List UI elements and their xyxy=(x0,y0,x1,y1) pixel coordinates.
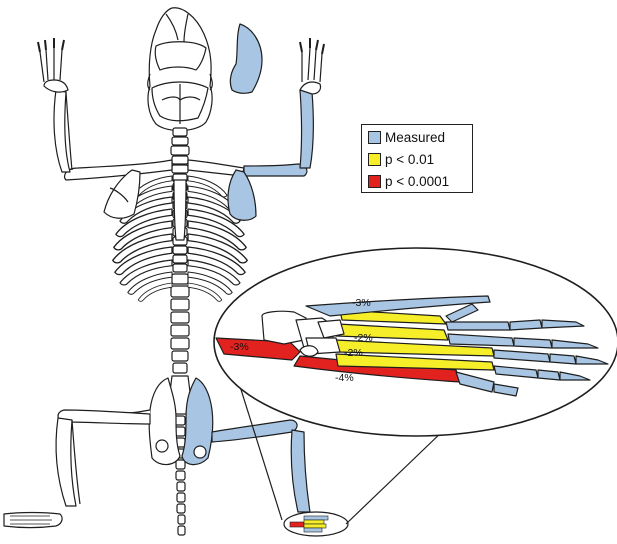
label-middle-metatarsal: -2% xyxy=(354,332,373,344)
measured-bones xyxy=(181,23,314,513)
inset-digit-1-tip xyxy=(445,303,479,323)
legend: Measured p < 0.01 p < 0.0001 xyxy=(361,124,473,193)
inset-tarsal-3 xyxy=(317,319,345,339)
right-tibia xyxy=(290,429,311,513)
skeleton xyxy=(3,7,248,536)
left-hindlimb xyxy=(3,409,151,529)
left-forelimb xyxy=(37,38,173,219)
legend-item-p0001: p < 0.0001 xyxy=(368,172,449,190)
right-obturator xyxy=(193,445,207,459)
legend-label: p < 0.01 xyxy=(385,151,435,167)
inset-digit-6 xyxy=(455,371,519,397)
zoom-line-left xyxy=(237,379,283,521)
inset-digit-1 xyxy=(305,295,491,317)
right-foot-small xyxy=(283,511,349,537)
inset-digit-2 xyxy=(445,319,585,331)
mandible xyxy=(229,23,263,94)
legend-label: p < 0.0001 xyxy=(385,173,450,189)
right-humerus xyxy=(243,163,308,177)
inset-tarsals xyxy=(261,310,307,345)
rib-cage xyxy=(112,175,248,302)
label-calcaneus: -4% xyxy=(335,372,354,384)
legend-label: Measured xyxy=(385,129,446,145)
skull xyxy=(147,7,213,132)
legend-item-p01: p < 0.01 xyxy=(368,150,434,168)
right-pelvis xyxy=(181,377,214,466)
inset-digit-3 xyxy=(447,333,599,349)
right-forepaw xyxy=(299,38,325,95)
legend-swatch-p01 xyxy=(368,152,381,166)
label-tibia: -3% xyxy=(230,341,249,353)
label-lower-metatarsal: -2% xyxy=(344,347,363,359)
right-forearm xyxy=(299,89,314,169)
inset-metatarsal-4 xyxy=(335,353,495,371)
label-top-metatarsal: -3% xyxy=(352,297,371,309)
legend-swatch-p0001 xyxy=(368,174,381,188)
inset-digit-5 xyxy=(493,365,591,381)
foot-inset: -3% -2% -2% -3% -4% xyxy=(213,247,617,437)
inset-digit-4 xyxy=(493,349,609,365)
inset-tarsal-5 xyxy=(299,345,319,357)
legend-swatch-measured xyxy=(368,130,381,144)
right-scapula xyxy=(227,169,257,221)
legend-item-measured: Measured xyxy=(368,128,445,146)
